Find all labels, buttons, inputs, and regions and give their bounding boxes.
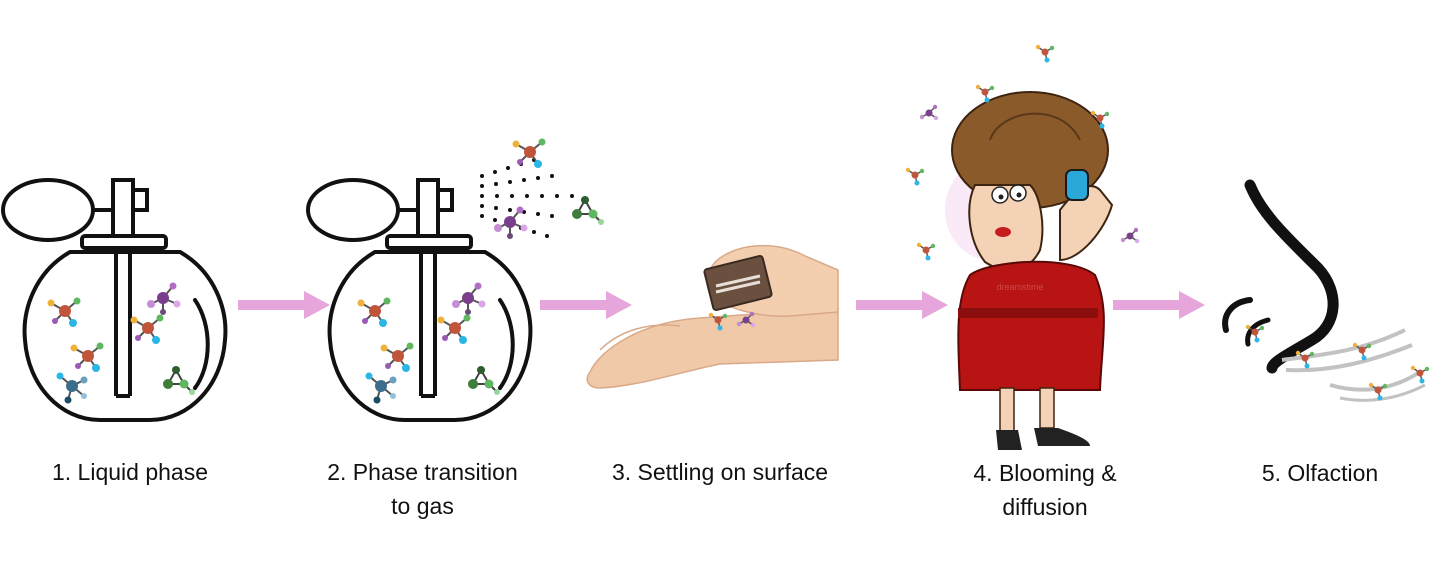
spray-molecules [493,137,605,240]
step3-wrist-illustration [586,245,839,389]
step2-bottle-spray-illustration [306,178,533,422]
spray-mist-dots [480,158,574,238]
watermark-text: dreamstime [996,282,1043,292]
step5-nose-illustration [1222,179,1430,402]
step4-woman-illustration: dreamstime [945,91,1114,450]
step1-label-line1: 1. Liquid phase [51,459,208,485]
arrow-1-to-2 [238,291,330,319]
step1-bottle-illustration [1,178,228,422]
step2-label-line1: 2. Phase transition [327,459,518,485]
arrow-3-to-4 [856,291,948,319]
step2-label: 2. Phase transition to gas [300,455,545,523]
step5-label: 5. Olfaction [1220,456,1420,490]
step5-label-line1: 5. Olfaction [1261,460,1379,486]
step1-label: 1. Liquid phase [20,455,240,489]
step3-label: 3. Settling on surface [585,455,855,489]
step4-label-line1: 4. Blooming & [973,460,1117,486]
arrow-2-to-3 [540,291,632,319]
step4-label: 4. Blooming & diffusion [940,456,1150,524]
step2-label-line2: to gas [391,493,454,519]
arrow-4-to-5 [1113,291,1205,319]
step4-label-line2: diffusion [1002,494,1088,520]
step3-label-line1: 3. Settling on surface [611,459,829,485]
